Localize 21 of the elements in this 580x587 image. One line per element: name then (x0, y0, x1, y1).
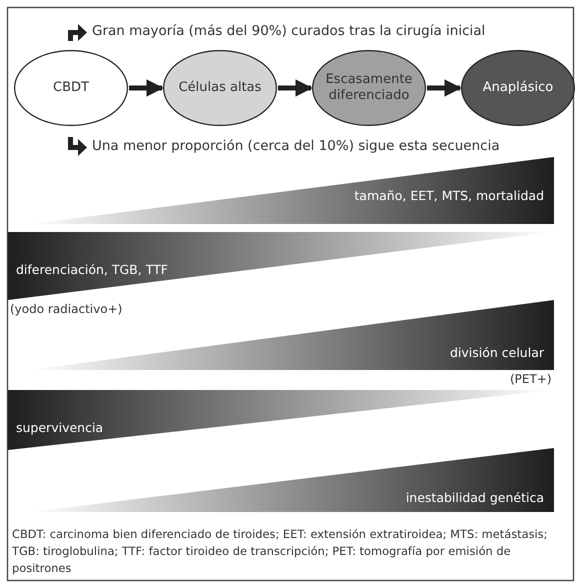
arrow (129, 79, 164, 97)
stage-label: Células altas (178, 80, 262, 96)
stage-ellipse (461, 50, 575, 126)
wedge-label: tamaño, EET, MTS, mortalidad (354, 188, 544, 203)
arrow (278, 79, 313, 97)
stage-label: CBDT (52, 80, 90, 96)
stage-ellipse (163, 50, 277, 126)
wedge-label: supervivencia (16, 420, 104, 435)
beside-note: (PET+) (510, 372, 552, 386)
arrow (427, 79, 462, 97)
wedge-label: división celular (450, 345, 544, 360)
stage-ellipse (14, 50, 128, 126)
footnote-text: CBDT: carcinoma bien diferenciado de tiroides; EET: extensión extratiroidea; MTS: metástasis; TGB: tiroglobulina; TTF: factor tiroideo de transcripción; PET: tomografía por emisión de positrones (12, 526, 548, 577)
stage-label: Anaplásico (482, 80, 554, 96)
stage-label: Escasamente diferenciado (324, 72, 414, 104)
note-text: Una menor proporción (cerca del 10%) sigue esta secuencia (92, 137, 501, 155)
wedge-label: inestabilidad genética (406, 490, 544, 505)
note-text: Gran mayoría (más del 90%) curados tras la cirugía inicial (92, 22, 486, 40)
wedge-label: diferenciación, TGB, TTF (16, 262, 168, 277)
beside-note: (yodo radiactivo+) (10, 302, 122, 316)
stage-ellipse (312, 50, 426, 126)
